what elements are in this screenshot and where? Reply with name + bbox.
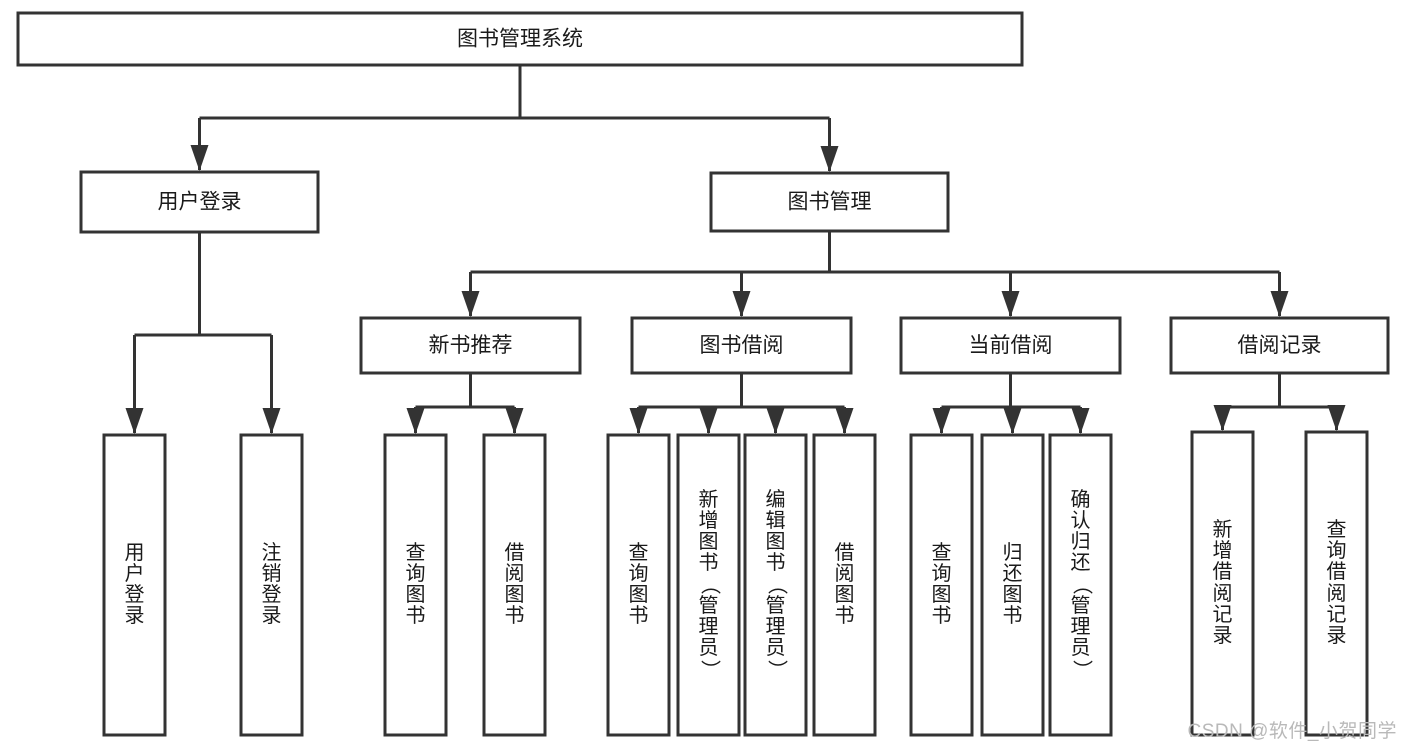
node-label-new-book-rec: 新书推荐 [429, 334, 513, 357]
arrow-to-brw-query-book [629, 408, 648, 434]
node-box-rec-borrow-book[interactable] [482, 433, 547, 737]
node-box-borrow-record[interactable] [1169, 316, 1390, 375]
connectors-layer [125, 65, 1346, 434]
node-label-book-manage: 图书管理 [788, 191, 872, 214]
node-box-rec-query-record[interactable] [1304, 430, 1369, 737]
arrow-to-brw-add-book [699, 408, 718, 434]
node-box-current-borrow[interactable] [899, 316, 1122, 375]
node-label-book-borrow: 图书借阅 [700, 334, 784, 357]
node-box-cur-confirm-rtn[interactable] [1048, 433, 1113, 737]
boxes-layer [16, 11, 1390, 737]
node-box-brw-borrow-book[interactable] [812, 433, 877, 737]
arrow-to-cur-return-book [1003, 408, 1022, 434]
node-box-book-manage[interactable] [709, 171, 950, 233]
node-box-rec-query-book[interactable] [383, 433, 448, 737]
arrow-to-borrow-record [1270, 291, 1289, 317]
node-box-new-book-rec[interactable] [359, 316, 582, 375]
node-box-book-borrow[interactable] [630, 316, 853, 375]
arrow-to-book-borrow [732, 291, 751, 317]
node-label-borrow-record: 借阅记录 [1238, 334, 1322, 357]
arrow-to-new-book-rec [461, 291, 480, 317]
node-box-brw-add-book[interactable] [676, 433, 741, 737]
arrow-to-rec-query-book [406, 408, 425, 434]
node-box-root[interactable] [16, 11, 1024, 67]
arrow-to-rec-query-record [1327, 405, 1346, 431]
arrow-to-brw-edit-book [766, 408, 785, 434]
node-box-logout-do[interactable] [239, 433, 304, 737]
node-box-user-login[interactable] [79, 170, 320, 234]
arrow-to-logout-do [262, 408, 281, 434]
node-box-brw-edit-book[interactable] [743, 433, 808, 737]
csdn-watermark: CSDN @软件_小贺同学 [1187, 721, 1397, 742]
arrow-to-user-login [190, 145, 209, 171]
arrow-to-login-do [125, 408, 144, 434]
node-box-brw-query-book[interactable] [606, 433, 671, 737]
node-box-cur-query-book[interactable] [909, 433, 974, 737]
arrow-to-current-borrow [1001, 291, 1020, 317]
arrow-to-cur-confirm-rtn [1071, 408, 1090, 434]
node-label-root: 图书管理系统 [457, 28, 583, 51]
node-box-login-do[interactable] [102, 433, 167, 737]
node-box-rec-add-record[interactable] [1190, 430, 1255, 737]
arrow-to-book-manage [820, 146, 839, 172]
node-label-current-borrow: 当前借阅 [969, 334, 1053, 357]
node-label-user-login: 用户登录 [158, 191, 242, 214]
arrow-to-rec-borrow-book [505, 408, 524, 434]
node-box-cur-return-book[interactable] [980, 433, 1045, 737]
arrow-to-brw-borrow-book [835, 408, 854, 434]
arrow-to-cur-query-book [932, 408, 951, 434]
arrow-to-rec-add-record [1213, 405, 1232, 431]
